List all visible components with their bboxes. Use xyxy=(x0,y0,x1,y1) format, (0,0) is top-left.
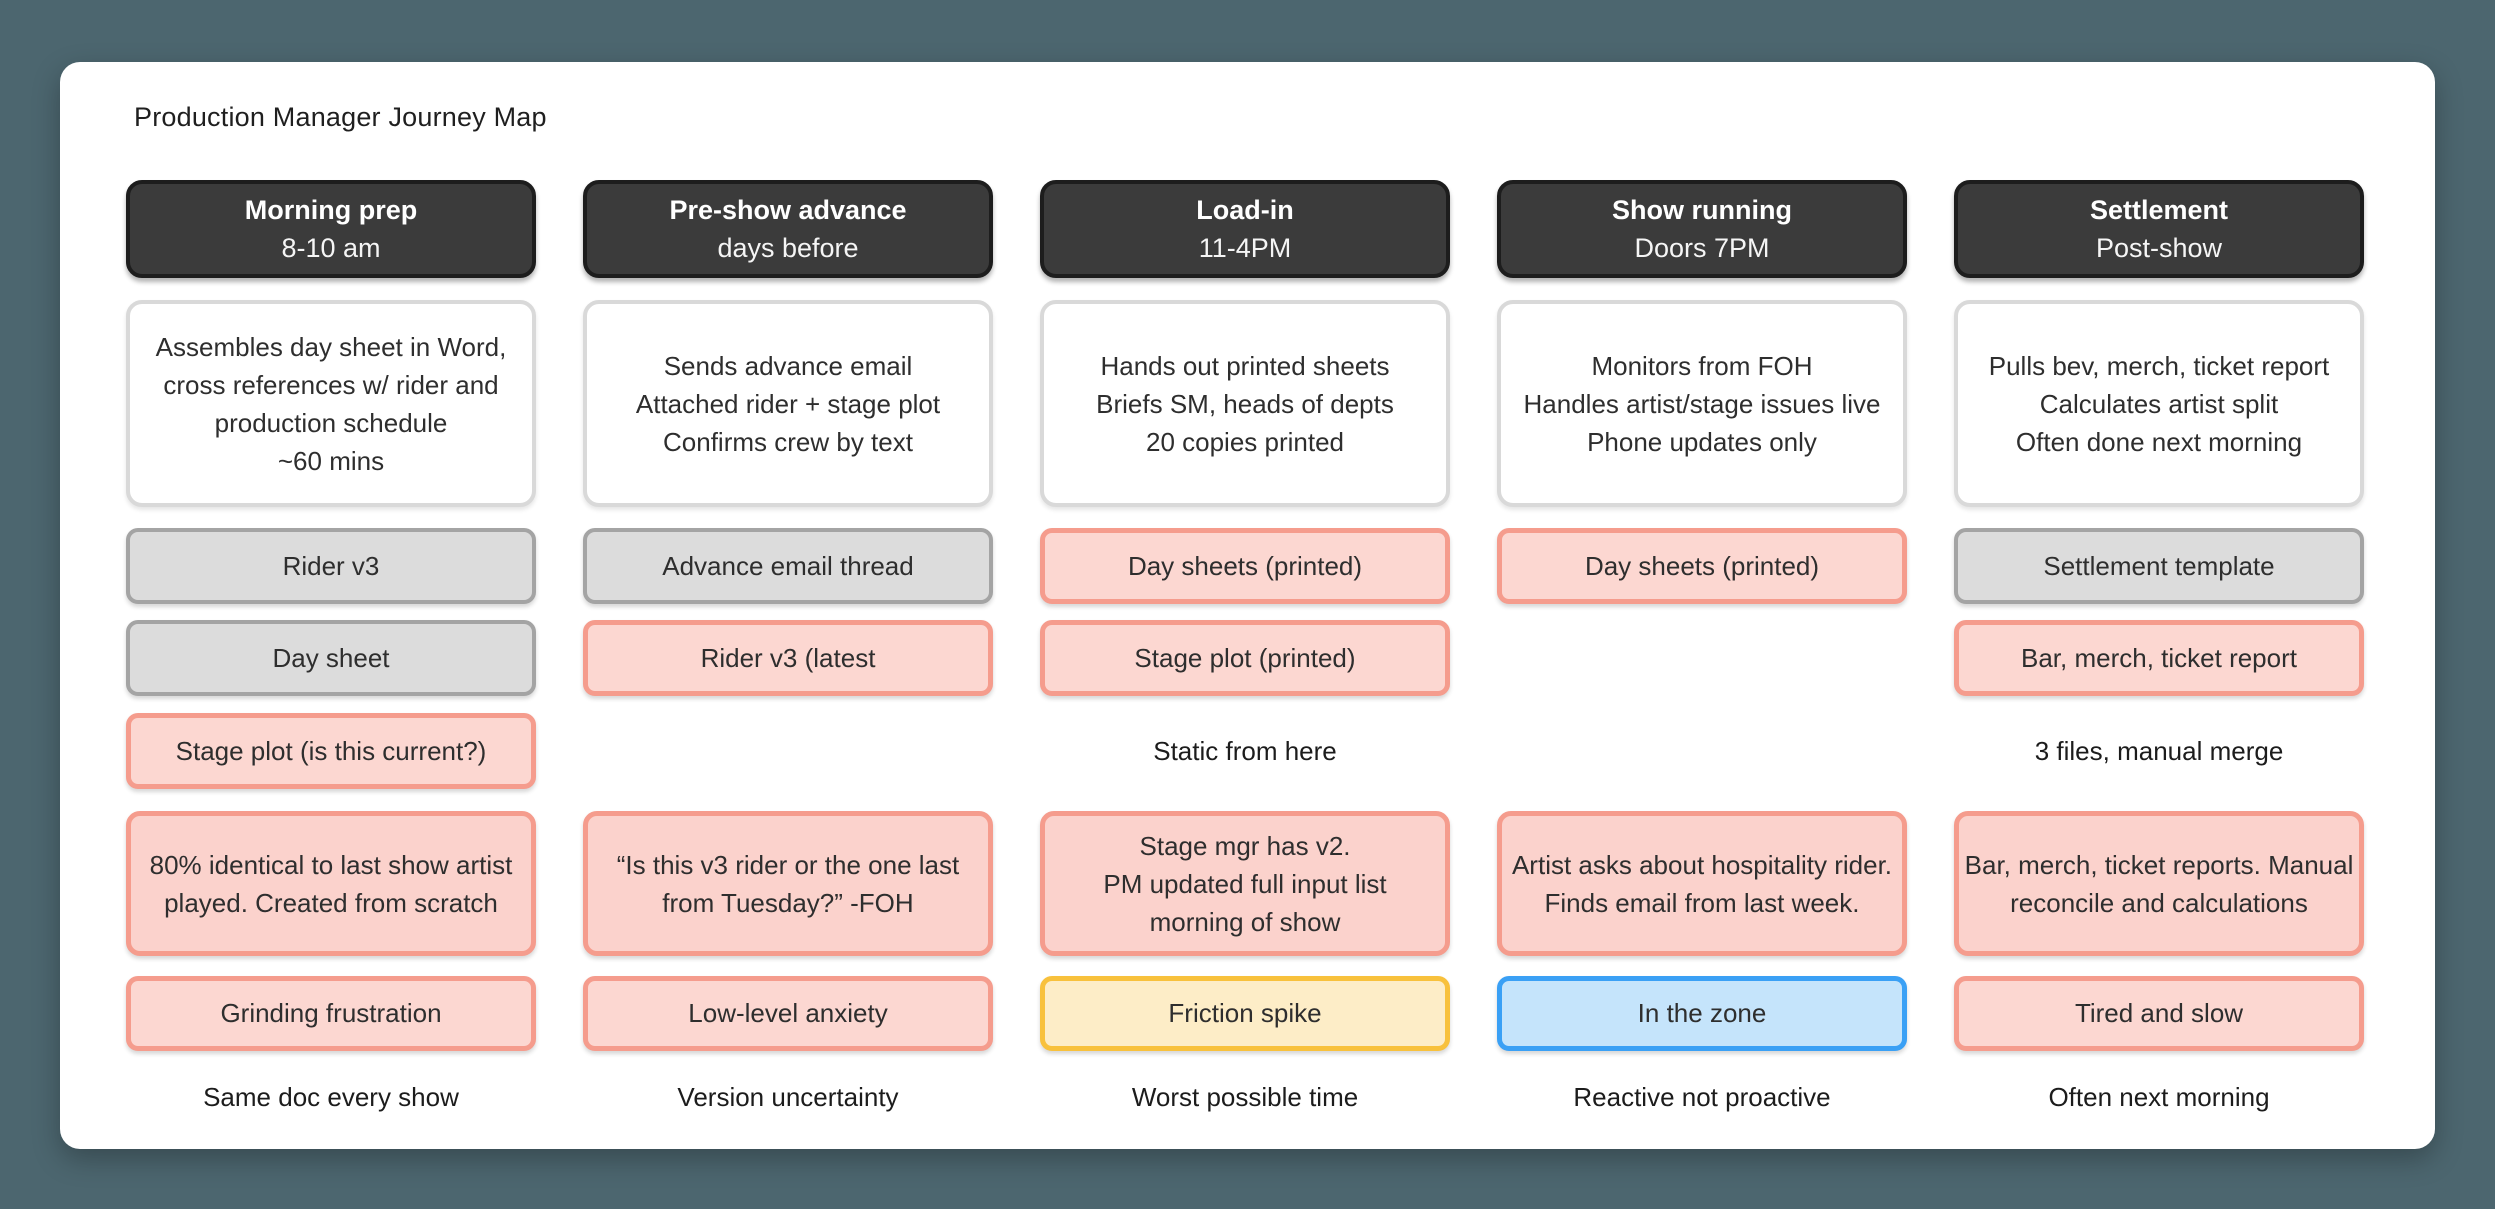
stage-subtitle: 8-10 am xyxy=(281,233,381,263)
page-title: Production Manager Journey Map xyxy=(134,102,547,132)
activity-card-settlement[interactable]: Pulls bev, merch, ticket report Calculat… xyxy=(1954,300,2364,507)
activity-card-show-running[interactable]: Monitors from FOH Handles artist/stage i… xyxy=(1497,300,1907,507)
stage-footer-worst-possible-time: Worst possible time xyxy=(1131,1081,1359,1112)
emotion-card-friction-spike[interactable]: Friction spike xyxy=(1040,976,1450,1051)
pain-card-pre-show-advance[interactable]: “Is this v3 rider or the one last from T… xyxy=(583,811,993,956)
artifact-card-settlement-template[interactable]: Settlement template xyxy=(1954,528,2364,604)
artifact-card-day-sheets-printed[interactable]: Day sheets (printed) xyxy=(1497,528,1907,604)
stage-title: Show running xyxy=(1612,195,1792,225)
stage-title: Morning prep xyxy=(244,195,418,225)
activity-card-morning-prep[interactable]: Assembles day sheet in Word, cross refer… xyxy=(126,300,536,507)
stage-header-morning-prep[interactable]: Morning prep 8-10 am xyxy=(126,180,536,278)
activity-card-pre-show-advance[interactable]: Sends advance email Attached rider + sta… xyxy=(583,300,993,507)
stage-footer-often-next-morning: Often next morning xyxy=(2048,1081,2270,1112)
pain-card-show-running[interactable]: Artist asks about hospitality rider. Fin… xyxy=(1497,811,1907,956)
artifact-card-rider-v3[interactable]: Rider v3 xyxy=(126,528,536,604)
pain-card-morning-prep[interactable]: 80% identical to last show artist played… xyxy=(126,811,536,956)
artifact-card-advance-email-thread[interactable]: Advance email thread xyxy=(583,528,993,604)
emotion-card-grinding-frustration[interactable]: Grinding frustration xyxy=(126,976,536,1051)
stage-title: Settlement xyxy=(2089,195,2229,225)
journey-grid: Morning prep 8-10 am Pre-show advance da… xyxy=(126,180,2364,1119)
artifact-card-rider-v3-latest[interactable]: Rider v3 (latest xyxy=(583,620,993,696)
stage-footer-version-uncertainty: Version uncertainty xyxy=(677,1081,899,1112)
stage-title: Load-in xyxy=(1196,195,1294,225)
stage-title: Pre-show advance xyxy=(669,195,907,225)
emotion-card-tired-and-slow[interactable]: Tired and slow xyxy=(1954,976,2364,1051)
artifact-card-day-sheets-printed[interactable]: Day sheets (printed) xyxy=(1040,528,1450,604)
stage-header-show-running[interactable]: Show running Doors 7PM xyxy=(1497,180,1907,278)
stage-footer-reactive-not-proactive: Reactive not proactive xyxy=(1573,1081,1831,1112)
artifact-card-stage-plot-current[interactable]: Stage plot (is this current?) xyxy=(126,713,536,789)
note-3-files-manual-merge: 3 files, manual merge xyxy=(2034,735,2284,766)
pain-card-load-in[interactable]: Stage mgr has v2. PM updated full input … xyxy=(1040,811,1450,956)
stage-header-settlement[interactable]: Settlement Post-show xyxy=(1954,180,2364,278)
artifact-card-day-sheet[interactable]: Day sheet xyxy=(126,620,536,696)
stage-header-load-in[interactable]: Load-in 11-4PM xyxy=(1040,180,1450,278)
artifact-card-bar-merch-ticket-report[interactable]: Bar, merch, ticket report xyxy=(1954,620,2364,696)
stage-subtitle: 11-4PM xyxy=(1198,233,1292,263)
stage-subtitle: Post-show xyxy=(2095,233,2223,263)
stage-subtitle: days before xyxy=(717,233,859,263)
stage-subtitle: Doors 7PM xyxy=(1634,233,1770,263)
stage-footer-same-doc-every-show: Same doc every show xyxy=(203,1081,459,1112)
emotion-card-in-the-zone[interactable]: In the zone xyxy=(1497,976,1907,1051)
activity-card-load-in[interactable]: Hands out printed sheets Briefs SM, head… xyxy=(1040,300,1450,507)
artifact-card-stage-plot-printed[interactable]: Stage plot (printed) xyxy=(1040,620,1450,696)
emotion-card-low-level-anxiety[interactable]: Low-level anxiety xyxy=(583,976,993,1051)
journey-map-board: Production Manager Journey Map Morning p… xyxy=(60,62,2435,1149)
pain-card-settlement[interactable]: Bar, merch, ticket reports. Manual recon… xyxy=(1954,811,2364,956)
stage-header-pre-show-advance[interactable]: Pre-show advance days before xyxy=(583,180,993,278)
note-static-from-here: Static from here xyxy=(1153,735,1337,766)
